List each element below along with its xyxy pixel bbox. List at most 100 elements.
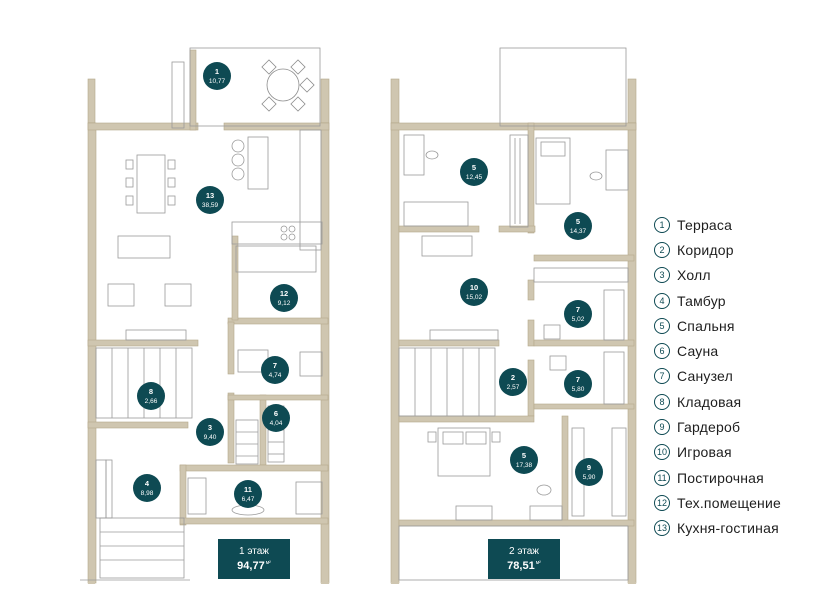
room-number: 12 [280,289,288,298]
legend-item: 12 Тех.помещение [654,490,834,515]
room-area: 2,66 [145,398,158,405]
room-marker[interactable]: 517,38 [510,446,538,474]
room-marker-circle [564,300,592,328]
room-marker-circle [234,480,262,508]
room-area: 2,57 [507,384,520,391]
terrace-table-icon [261,59,315,112]
room-marker[interactable]: 82,66 [137,382,165,410]
room-marker[interactable]: 75,02 [564,300,592,328]
room-area: 9,40 [204,434,217,441]
legend-label: Тех.помещение [677,494,781,511]
room-area: 5,80 [572,386,585,393]
legend-label: Терраса [677,216,733,233]
room-marker-circle [564,212,592,240]
room-marker-circle [261,356,289,384]
room-number: 10 [470,283,478,292]
legend-item: 9 Гардероб [654,414,834,439]
floor-1-area-unit: м² [265,560,271,567]
legend-number: 9 [654,419,670,436]
room-area: 14,37 [570,228,587,235]
legend-item: 4 Тамбур [654,288,834,313]
floor-1-room-markers: 110,771338,59129,1274,7482,6639,4064,044… [133,62,298,508]
room-marker[interactable]: 10 15,02 [460,278,488,306]
floor-2-lines [398,47,629,581]
legend-item: 2 Коридор [654,237,834,262]
legend-number: 13 [654,520,670,537]
room-marker[interactable]: 13 38,59 [196,186,224,214]
legend-label: Холл [677,267,711,284]
legend-number: 8 [654,393,670,410]
room-number: 2 [511,373,515,382]
room-number: 7 [576,375,580,384]
floor-1-walls [87,49,330,584]
room-marker[interactable]: 512,45 [460,158,488,186]
room-area: 15,02 [466,294,483,301]
floor-2-title: 2 этаж [509,546,539,557]
room-marker-circle [133,474,161,502]
room-area: 6,47 [242,496,255,503]
room-marker-circle [510,446,538,474]
floor-2-walls [390,78,637,584]
room-number: 11 [244,485,252,494]
room-marker-circle [499,368,527,396]
room-number: 8 [149,387,153,396]
legend-item: 3 Холл [654,263,834,288]
room-marker-circle [460,158,488,186]
floor-2-room-markers: 512,45514,371015,0275,0222,5775,80517,38… [460,158,603,486]
legend-number: 3 [654,267,670,284]
room-marker-circle [460,278,488,306]
room-number: 3 [208,423,212,432]
legend-label: Тамбур [677,292,726,309]
legend-label: Игровая [677,444,732,461]
legend-label: Санузел [677,368,733,385]
room-marker[interactable]: 74,74 [261,356,289,384]
floor-2-area: 78,51м² [507,560,541,572]
room-marker-circle [262,404,290,432]
legend-number: 2 [654,241,670,258]
legend-label: Кладовая [677,393,742,410]
legend-number: 6 [654,343,670,360]
room-marker[interactable]: 64,04 [262,404,290,432]
room-area: 38,59 [202,202,219,209]
legend-label: Коридор [677,241,734,258]
legend-number: 10 [654,444,670,461]
room-marker-circle [196,186,224,214]
room-number: 5 [576,217,580,226]
room-marker[interactable]: 48,98 [133,474,161,502]
room-marker[interactable]: 75,80 [564,370,592,398]
room-number: 7 [273,361,277,370]
room-marker[interactable]: 129,12 [270,284,298,312]
legend-label: Гардероб [677,419,741,436]
legend-number: 12 [654,494,670,511]
room-area: 9,12 [278,300,291,307]
room-marker[interactable]: 116,47 [234,480,262,508]
room-area: 5,90 [583,474,596,481]
room-area: 4,74 [269,372,282,379]
room-area: 5,02 [572,316,585,323]
room-marker-circle [575,458,603,486]
room-marker[interactable]: 39,40 [196,418,224,446]
legend-item: 10 Игровая [654,440,834,465]
legend-label: Постирочная [677,469,764,486]
floor-2-summary: 2 этаж 78,51м² [488,539,560,579]
floor-1-area: 94,77м² [237,560,271,572]
room-number: 4 [145,479,150,488]
room-number: 5 [522,451,526,460]
legend-item: 8 Кладовая [654,389,834,414]
room-number: 13 [206,191,214,200]
legend-number: 4 [654,292,670,309]
room-marker[interactable]: 514,37 [564,212,592,240]
room-marker-circle [137,382,165,410]
room-marker[interactable]: 110,77 [203,62,231,90]
room-marker[interactable]: 95,90 [575,458,603,486]
legend-number: 5 [654,317,670,334]
room-marker-circle [196,418,224,446]
room-marker[interactable]: 22,57 [499,368,527,396]
floor-1-title: 1 этаж [239,546,269,557]
room-area: 10,77 [209,78,226,85]
